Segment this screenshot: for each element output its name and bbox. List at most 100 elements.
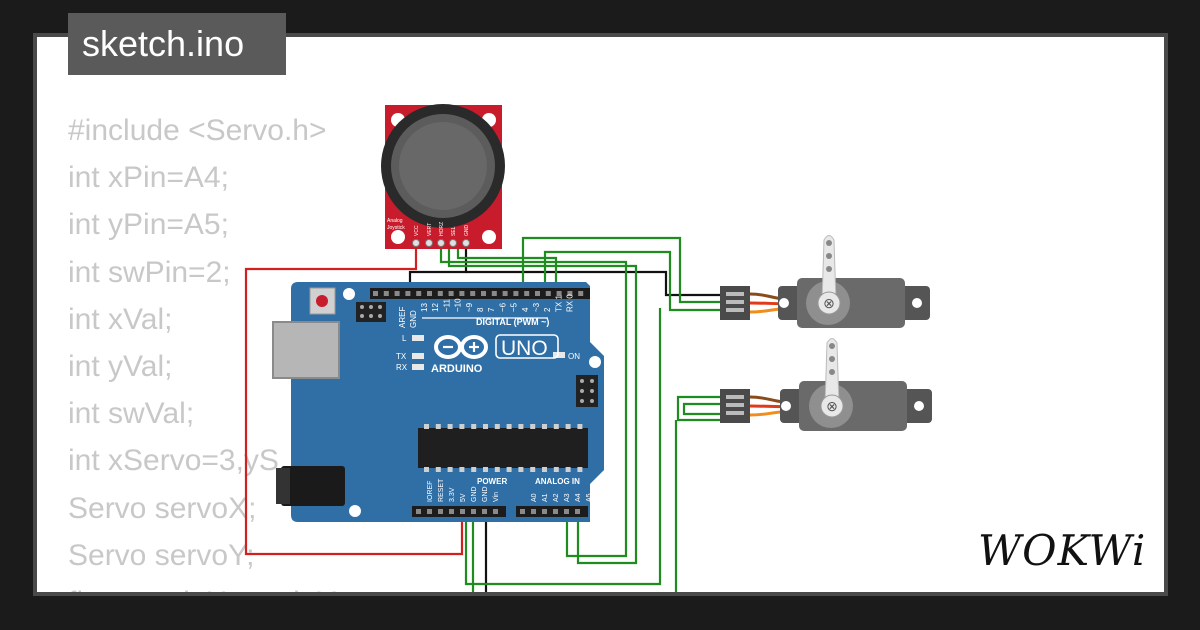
digital-pin[interactable]: [491, 291, 497, 296]
digital-pin[interactable]: [545, 291, 551, 296]
digital-pin[interactable]: [383, 291, 389, 296]
servo-mount-hole: [781, 401, 791, 411]
wire-gnd-black-servos: [466, 270, 724, 297]
analog-pin-label: A4: [575, 493, 582, 502]
digital-pin[interactable]: [535, 291, 540, 296]
analog-pin[interactable]: [542, 509, 547, 514]
servo-connector-pin: [726, 308, 744, 312]
servo-motor-2[interactable]: ⊗: [720, 338, 932, 432]
analog-pin[interactable]: [520, 509, 525, 514]
joystick-pin[interactable]: [449, 239, 457, 247]
arduino-logo-symbols: [443, 342, 479, 352]
servo-mount-hole: [912, 298, 922, 308]
power-pin[interactable]: [449, 509, 454, 514]
chip-pin: [553, 467, 559, 472]
digital-pin[interactable]: [405, 291, 411, 296]
pin-label-gnd: GND: [409, 310, 418, 328]
power-pin[interactable]: [416, 509, 421, 514]
joystick-pin[interactable]: [412, 239, 420, 247]
digital-pwm-label: DIGITAL (PWM ~): [476, 317, 549, 327]
digital-pin-label: 12: [431, 303, 440, 312]
digital-pin[interactable]: [513, 291, 519, 296]
power-pin[interactable]: [438, 509, 443, 514]
joystick-module[interactable]: Analog Joystick VCC VERT HORZ SEL GND: [381, 104, 505, 249]
servo-mount-hole: [779, 298, 789, 308]
power-pin[interactable]: [427, 509, 432, 514]
joystick-cap-inner: [399, 122, 487, 210]
joystick-pin[interactable]: [425, 239, 433, 247]
power-pin-label: 3.3V: [449, 487, 456, 502]
analog-pin[interactable]: [553, 509, 558, 514]
chip-pin: [542, 467, 547, 472]
code-background: #include <Servo.h>int xPin=A4;int yPin=A…: [68, 107, 337, 592]
usb-port: [272, 321, 340, 379]
digital-pin[interactable]: [416, 291, 422, 296]
bottom-pin-holes: [416, 509, 580, 514]
servo-connector-pin: [726, 300, 744, 304]
digital-pin-label: 4: [521, 307, 530, 312]
wire-bottom-green-a: [464, 308, 662, 586]
digital-pin[interactable]: [427, 291, 432, 296]
joystick-pin-label: HORZ: [439, 222, 445, 236]
joystick-mount-hole: [391, 230, 405, 244]
code-line: int yPin=A5;: [68, 208, 229, 242]
digital-pin[interactable]: [502, 291, 508, 296]
digital-pin[interactable]: [524, 291, 530, 296]
file-tab[interactable]: sketch.ino: [68, 13, 286, 75]
digital-pin[interactable]: [394, 291, 400, 296]
analog-pin[interactable]: [564, 509, 569, 514]
circuit-diagram: Analog Joystick VCC VERT HORZ SEL GND: [244, 104, 1146, 592]
led-on: [553, 352, 565, 358]
analog-pin[interactable]: [575, 509, 580, 514]
wire-sel-green: [456, 247, 558, 293]
arduino-mount-hole: [589, 356, 601, 368]
digital-pin-label: ~6: [498, 302, 507, 312]
digital-pin[interactable]: [373, 291, 378, 296]
digital-pin[interactable]: [567, 291, 573, 296]
chip-pin: [424, 467, 429, 472]
chip-pin: [483, 424, 488, 429]
joystick-mount-hole: [482, 230, 496, 244]
chip-pin: [530, 424, 536, 429]
power-pin[interactable]: [493, 509, 498, 514]
power-pin[interactable]: [482, 509, 487, 514]
code-line: float angleX, angleY: [68, 579, 337, 592]
power-pin[interactable]: [460, 509, 465, 514]
digital-pin[interactable]: [470, 291, 476, 296]
digital-pin[interactable]: [556, 291, 562, 296]
digital-pin-label: ~11: [442, 298, 451, 312]
led-tx-label: TX: [396, 352, 407, 361]
preview-card: #include <Servo.h>int xPin=A4;int yPin=A…: [37, 37, 1164, 592]
digital-pin[interactable]: [437, 291, 443, 296]
digital-pin[interactable]: [448, 291, 454, 296]
analog-in-label: ANALOG IN: [535, 477, 580, 486]
analog-pin[interactable]: [531, 509, 536, 514]
digital-pin[interactable]: [578, 291, 584, 296]
joystick-pin[interactable]: [437, 239, 445, 247]
code-line: Servo servoY;: [68, 538, 255, 572]
servo-connector-pin: [726, 403, 744, 407]
icsp-header-right: [576, 375, 598, 407]
reset-button-cap[interactable]: [316, 295, 328, 307]
servo-motor-1[interactable]: ⊗: [720, 235, 930, 329]
wire-servo2-green-b: [682, 402, 724, 416]
joystick-label: Analog: [387, 218, 403, 224]
chip-pin: [518, 424, 524, 429]
chip-pin: [424, 424, 429, 429]
digital-pin[interactable]: [459, 291, 465, 296]
code-line: int swVal;: [68, 397, 195, 431]
servo-connector-pin: [726, 292, 744, 296]
wire-servo2-green: [676, 395, 724, 422]
joystick-pin[interactable]: [462, 239, 470, 247]
led-l-label: L: [402, 334, 407, 343]
analog-pin-label: A0: [531, 493, 538, 502]
wokwi-logo: WOKWi: [978, 526, 1146, 575]
chip-pin: [565, 467, 571, 472]
power-pin[interactable]: [471, 509, 476, 514]
digital-pin-header: [370, 288, 590, 299]
digital-pin[interactable]: [481, 291, 486, 296]
uno-badge: [495, 334, 559, 359]
